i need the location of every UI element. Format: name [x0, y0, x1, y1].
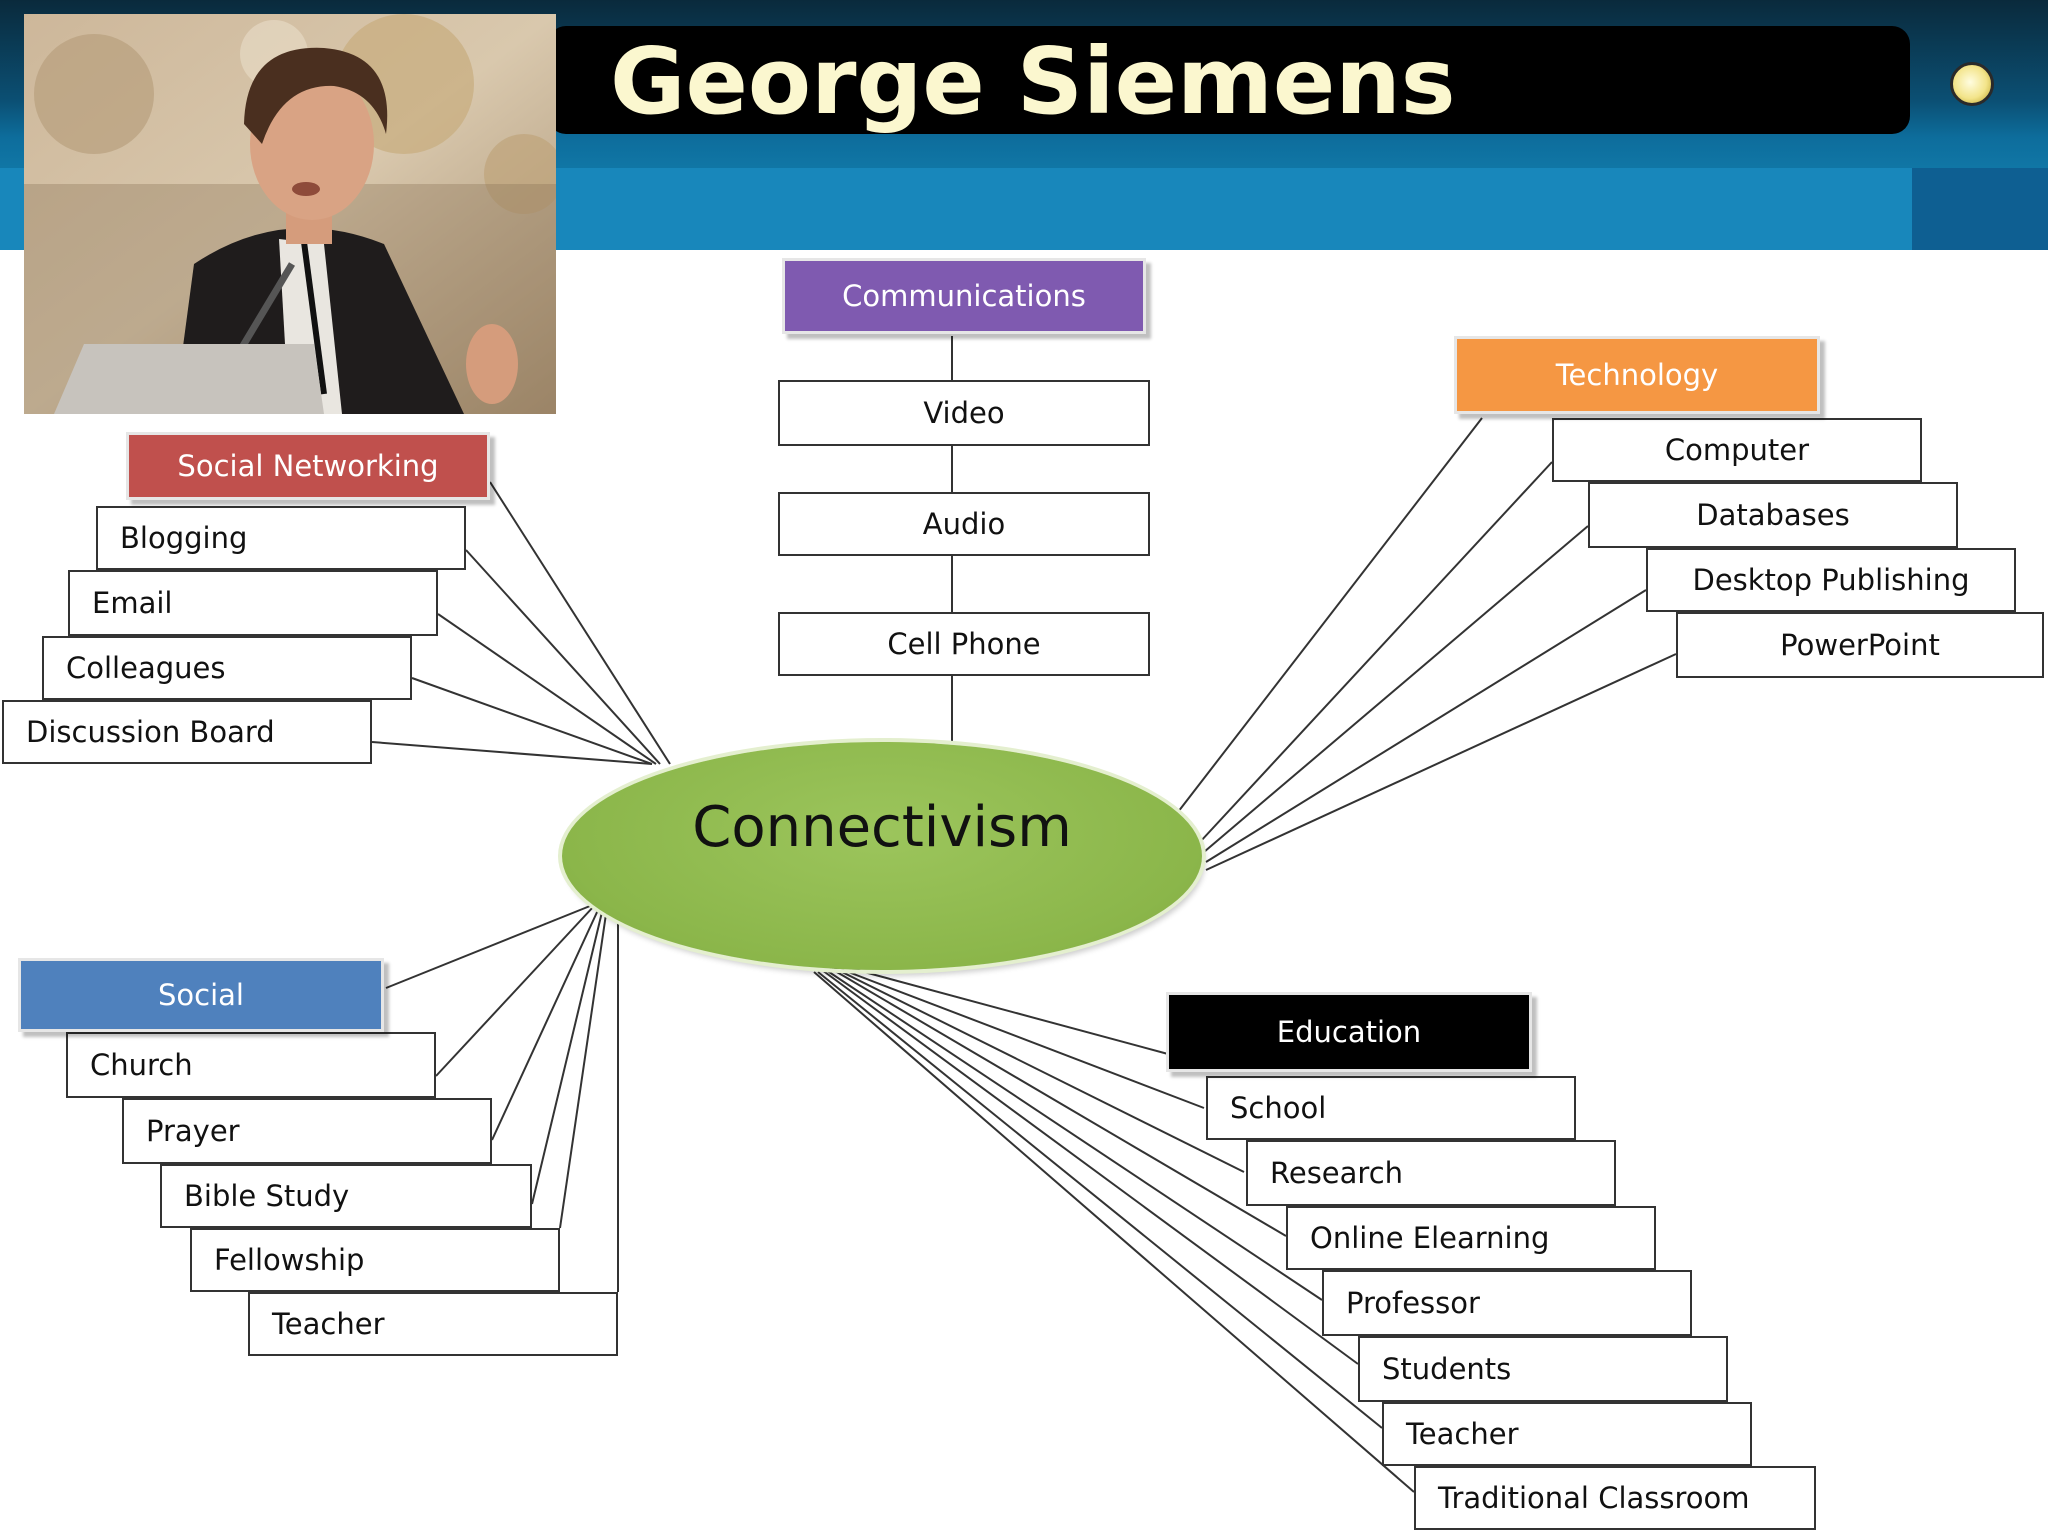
- education-item-professor: Professor: [1322, 1270, 1692, 1336]
- connector-line: [817, 971, 1383, 1429]
- technology-item-computer: Computer: [1552, 418, 1922, 482]
- connector-line: [825, 969, 1323, 1301]
- connector-line: [489, 481, 671, 765]
- connector-line: [1205, 653, 1677, 871]
- connector-line: [813, 971, 1415, 1493]
- communications-item-video: Video: [778, 380, 1150, 446]
- social-networking-item-blogging: Blogging: [96, 506, 466, 570]
- title-bar: [548, 26, 1910, 134]
- education-item-traditional-classroom: Traditional Classroom: [1414, 1466, 1816, 1530]
- connector-line: [385, 905, 591, 989]
- connector-line: [1205, 589, 1647, 863]
- technology-item-databases: Databases: [1588, 482, 1958, 548]
- education-item-teacher: Teacher: [1382, 1402, 1752, 1466]
- category-technology: Technology: [1454, 336, 1820, 414]
- connector-line: [491, 909, 599, 1141]
- connector-line: [435, 905, 595, 1077]
- education-item-research: Research: [1246, 1140, 1616, 1206]
- social-item-fellowship: Fellowship: [190, 1228, 560, 1292]
- social-networking-item-colleagues: Colleagues: [42, 636, 412, 700]
- connector-line: [1203, 525, 1589, 853]
- social-item-bible-study: Bible Study: [160, 1164, 532, 1228]
- social-networking-item-discussion-board: Discussion Board: [2, 700, 372, 764]
- social-item-prayer: Prayer: [122, 1098, 492, 1164]
- connector-line: [837, 967, 1205, 1109]
- connector-line: [437, 613, 657, 765]
- connector-line: [465, 549, 661, 765]
- center-ellipse: [562, 742, 1202, 970]
- connector-line: [1177, 417, 1483, 813]
- social-item-teacher: Teacher: [248, 1292, 618, 1356]
- category-education: Education: [1166, 992, 1532, 1072]
- header-band-accent: [1912, 168, 2048, 250]
- connector-line: [1199, 461, 1553, 843]
- education-item-online-elearning: Online Elearning: [1286, 1206, 1656, 1270]
- connector-line: [371, 741, 653, 765]
- connector-line: [841, 965, 1169, 1055]
- social-networking-item-email: Email: [68, 570, 438, 636]
- connector-line: [821, 969, 1359, 1365]
- connector-line: [411, 677, 653, 765]
- social-item-church: Church: [66, 1032, 436, 1098]
- center-label: Connectivism: [692, 794, 1072, 860]
- category-social: Social: [18, 958, 384, 1032]
- speaker-photo: [24, 14, 556, 414]
- connector-line: [531, 911, 603, 1205]
- education-item-school: School: [1206, 1076, 1576, 1140]
- category-communications: Communications: [782, 258, 1146, 334]
- connector-line: [559, 913, 607, 1229]
- bullet-circle-icon: [1950, 62, 1994, 106]
- category-social-networking: Social Networking: [126, 432, 490, 500]
- communications-item-audio: Audio: [778, 492, 1150, 556]
- connector-line: [829, 967, 1287, 1237]
- communications-item-cell-phone: Cell Phone: [778, 612, 1150, 676]
- technology-item-powerpoint: PowerPoint: [1676, 612, 2044, 678]
- technology-item-desktop-publishing: Desktop Publishing: [1646, 548, 2016, 612]
- slide-title: George Siemens: [610, 28, 1456, 135]
- education-item-students: Students: [1358, 1336, 1728, 1402]
- connector-line: [833, 967, 1245, 1173]
